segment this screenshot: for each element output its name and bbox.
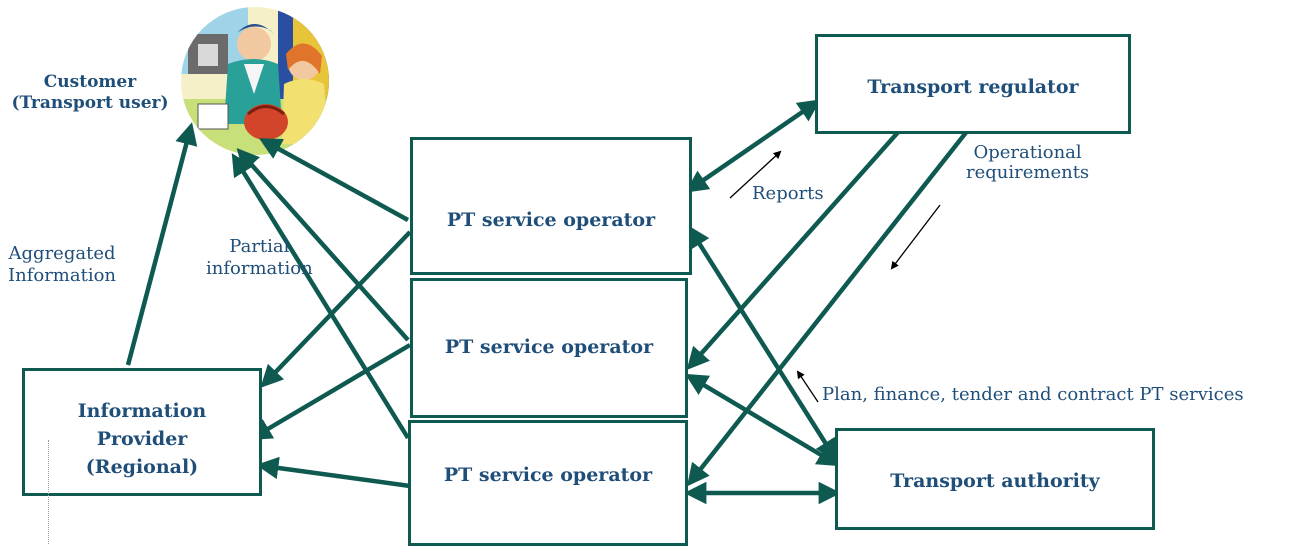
info-provider-label: Information Provider (Regional) bbox=[77, 400, 207, 478]
operational-requirements-label: Operational requirements bbox=[966, 142, 1090, 183]
arrow-regulator-op1 bbox=[685, 99, 821, 193]
arrow-authority-op2 bbox=[685, 373, 840, 467]
transport-authority-label: Transport authority bbox=[890, 470, 1100, 492]
aggregated-information-label: Aggregated Information bbox=[8, 243, 117, 286]
pt-operator-box-1: PT service operator bbox=[410, 137, 692, 275]
pt-operator-box-2: PT service operator bbox=[410, 278, 688, 418]
arrow-info-to-customer bbox=[125, 122, 198, 366]
pt-operator-box-3: PT service operator bbox=[408, 420, 688, 546]
arrow-op3-to-customer bbox=[231, 153, 410, 440]
pt-operator-label-1: PT service operator bbox=[446, 209, 656, 231]
customer-label: Customer (Transport user) bbox=[11, 72, 169, 113]
arrow-op1-to-customer bbox=[258, 138, 410, 222]
plan-indicator-arrow bbox=[796, 370, 819, 403]
dotted-guide-line bbox=[48, 440, 49, 544]
plan-finance-label: Plan, finance, tender and contract PT se… bbox=[822, 384, 1244, 405]
customer-clipart-icon bbox=[181, 7, 329, 155]
arrow-op1-to-info bbox=[260, 230, 412, 388]
reports-indicator-arrow bbox=[729, 150, 782, 199]
pt-operator-label-2: PT service operator bbox=[444, 336, 654, 358]
arrow-op2-to-info bbox=[249, 343, 412, 441]
arrow-op2-to-customer bbox=[236, 147, 410, 342]
transport-regulator-label: Transport regulator bbox=[867, 76, 1079, 98]
info-provider-box: Information Provider (Regional) bbox=[22, 368, 262, 496]
arrow-op3-to-info bbox=[255, 456, 411, 489]
operational-indicator-arrow bbox=[890, 204, 941, 270]
pt-operator-label-3: PT service operator bbox=[443, 464, 653, 486]
transport-regulator-box: Transport regulator bbox=[815, 34, 1131, 134]
partial-information-label: Partial information bbox=[206, 236, 313, 279]
reports-label: Reports bbox=[752, 183, 824, 204]
transport-authority-box: Transport authority bbox=[835, 428, 1155, 530]
